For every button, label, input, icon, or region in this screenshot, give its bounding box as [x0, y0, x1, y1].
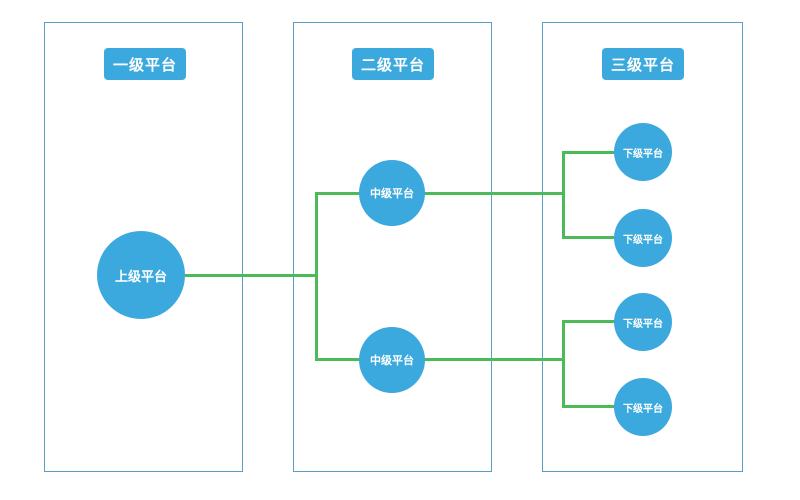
connector-branch-lower-vertical [562, 320, 565, 408]
connector-middle-2-to-branch [424, 358, 565, 361]
panel-level-1 [44, 22, 243, 472]
panel-level-2 [293, 22, 492, 472]
connector-trunk-to-middle-1 [315, 192, 362, 195]
panel-header-level-3[interactable]: 三级平台 [602, 48, 684, 80]
connector-tier1-trunk-vertical [315, 192, 318, 361]
node-subordinate-platform-1[interactable]: 下级平台 [614, 123, 672, 181]
connector-branch-upper-vertical [562, 151, 565, 239]
node-middle-platform-2[interactable]: 中级平台 [359, 327, 425, 393]
connector-superior-to-trunk [185, 274, 318, 277]
node-subordinate-platform-3[interactable]: 下级平台 [614, 293, 672, 351]
panel-level-3 [542, 22, 743, 472]
connector-branch-to-sub-2 [562, 236, 616, 239]
node-subordinate-platform-2[interactable]: 下级平台 [614, 209, 672, 267]
node-subordinate-platform-4[interactable]: 下级平台 [614, 378, 672, 436]
node-superior-platform[interactable]: 上级平台 [97, 231, 185, 319]
connector-branch-to-sub-4 [562, 405, 616, 408]
panel-header-level-1[interactable]: 一级平台 [104, 48, 186, 80]
connector-branch-to-sub-1 [562, 151, 616, 154]
connector-middle-1-to-branch [424, 192, 565, 195]
node-middle-platform-1[interactable]: 中级平台 [359, 160, 425, 226]
connector-trunk-to-middle-2 [315, 358, 362, 361]
connector-branch-to-sub-3 [562, 320, 616, 323]
panel-header-level-2[interactable]: 二级平台 [352, 48, 434, 80]
